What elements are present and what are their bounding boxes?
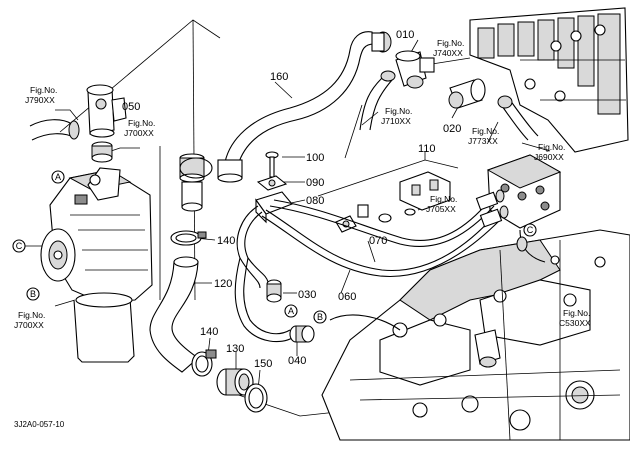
fitting-040 <box>289 325 315 343</box>
suction-hose-120 <box>149 256 199 373</box>
part-labels: 010 020 030 040 050 060 070 080 090 100 … <box>122 29 461 370</box>
part-label-010: 010 <box>396 29 414 41</box>
fig-ref-j740-heading: Fig.No. <box>437 38 464 48</box>
fig-ref-c530-heading: Fig.No. <box>563 308 590 318</box>
marker-c-right: C <box>523 223 537 237</box>
o-ring-150 <box>244 383 268 413</box>
part-label-050: 050 <box>122 101 140 113</box>
hose-clamp-140-lower <box>191 349 217 377</box>
fig-ref-j700-top-heading: Fig.No. <box>128 118 155 128</box>
hydraulic-pump <box>40 167 153 363</box>
fig-ref-j705-heading: Fig.No. <box>430 194 457 204</box>
tee-fitting-050 <box>86 84 127 138</box>
part-label-070: 070 <box>369 235 387 247</box>
fig-ref-j740: Fig.No. J740XX <box>433 38 464 58</box>
suction-fitting <box>179 153 213 212</box>
part-label-120: 120 <box>214 278 232 290</box>
fig-ref-j700-top: Fig.No. J700XX <box>124 118 155 138</box>
part-label-140-upper: 140 <box>217 235 235 247</box>
marker-b-left: B <box>26 287 40 301</box>
part-label-130: 130 <box>226 343 244 355</box>
fig-ref-j690: Fig.No. J690XX <box>534 142 565 162</box>
control-valve-bank <box>469 7 629 153</box>
pressure-pipe <box>234 205 293 343</box>
figure-refs: Fig.No. J790XX Fig.No. J700XX Fig.No. J7… <box>14 38 591 330</box>
marker-b-center: B <box>313 310 327 324</box>
fig-ref-c530: Fig.No. C530XX <box>559 308 591 328</box>
fig-ref-j740-code: J740XX <box>433 48 463 58</box>
fig-ref-j773-heading: Fig.No. <box>472 126 499 136</box>
fig-ref-j700-left: Fig.No. J700XX <box>14 310 45 330</box>
fig-ref-j690-heading: Fig.No. <box>538 142 565 152</box>
fitting-030 <box>266 279 282 303</box>
part-label-060: 060 <box>338 291 356 303</box>
valve-stubs <box>359 70 539 141</box>
bracket-110 <box>399 171 451 211</box>
fig-ref-j790-code: J790XX <box>25 95 55 105</box>
marker-a-center: A <box>284 304 298 318</box>
part-label-040: 040 <box>288 355 306 367</box>
marker-c-left-label: C <box>16 241 23 251</box>
part-label-160: 160 <box>270 71 288 83</box>
fig-ref-j710-code: J710XX <box>381 116 411 126</box>
fig-ref-j773: Fig.No. J773XX <box>468 126 499 146</box>
washer-plate-090 <box>256 175 288 191</box>
adapter-fitting <box>91 141 113 163</box>
part-label-150: 150 <box>254 358 272 370</box>
elbow-fitting-010 <box>395 50 435 89</box>
marker-b-center-label: B <box>317 312 323 322</box>
marker-a-center-label: A <box>288 306 294 316</box>
marker-a-top-label: A <box>55 172 61 182</box>
part-label-090: 090 <box>306 177 324 189</box>
marker-c-left: C <box>12 239 26 253</box>
hydraulic-line-070 <box>269 199 495 247</box>
hose-clamp-140-upper <box>170 230 207 246</box>
small-clamp-b <box>357 204 416 223</box>
fig-ref-j710-heading: Fig.No. <box>385 106 412 116</box>
part-label-020: 020 <box>443 123 461 135</box>
hose-ends-j705 <box>475 189 509 228</box>
fig-ref-j790: Fig.No. J790XX <box>25 85 57 105</box>
part-label-140-lower: 140 <box>200 326 218 338</box>
elbow-fitting-020 <box>448 78 486 109</box>
fig-ref-j773-code: J773XX <box>468 136 498 146</box>
part-label-080: 080 <box>306 195 324 207</box>
bolt-100 <box>265 151 279 178</box>
hose-160 <box>217 31 392 183</box>
fig-ref-j690-code: J690XX <box>534 152 564 162</box>
marker-c-right-label: C <box>527 225 534 235</box>
part-label-100: 100 <box>306 152 324 164</box>
fig-ref-j700-left-heading: Fig.No. <box>18 310 45 320</box>
fig-ref-j700-top-code: J700XX <box>124 128 154 138</box>
fig-ref-c530-code: C530XX <box>559 318 591 328</box>
part-label-030: 030 <box>298 289 316 301</box>
part-label-110: 110 <box>418 143 436 155</box>
drawing-code: 3J2A0-057-10 <box>14 420 65 429</box>
marker-a-top: A <box>51 170 65 184</box>
transmission-housing <box>321 229 630 441</box>
fig-ref-j710: Fig.No. J710XX <box>381 106 412 126</box>
fig-ref-j700-left-code: J700XX <box>14 320 44 330</box>
hose-stub-j790 <box>29 119 80 141</box>
marker-b-left-label: B <box>30 289 36 299</box>
fig-ref-j705-code: J705XX <box>426 204 456 214</box>
bracket-080 <box>255 191 293 224</box>
fig-ref-j705: Fig.No. J705XX <box>426 194 457 214</box>
fig-ref-j790-heading: Fig.No. <box>30 85 57 95</box>
hydraulic-line-060 <box>261 209 501 278</box>
